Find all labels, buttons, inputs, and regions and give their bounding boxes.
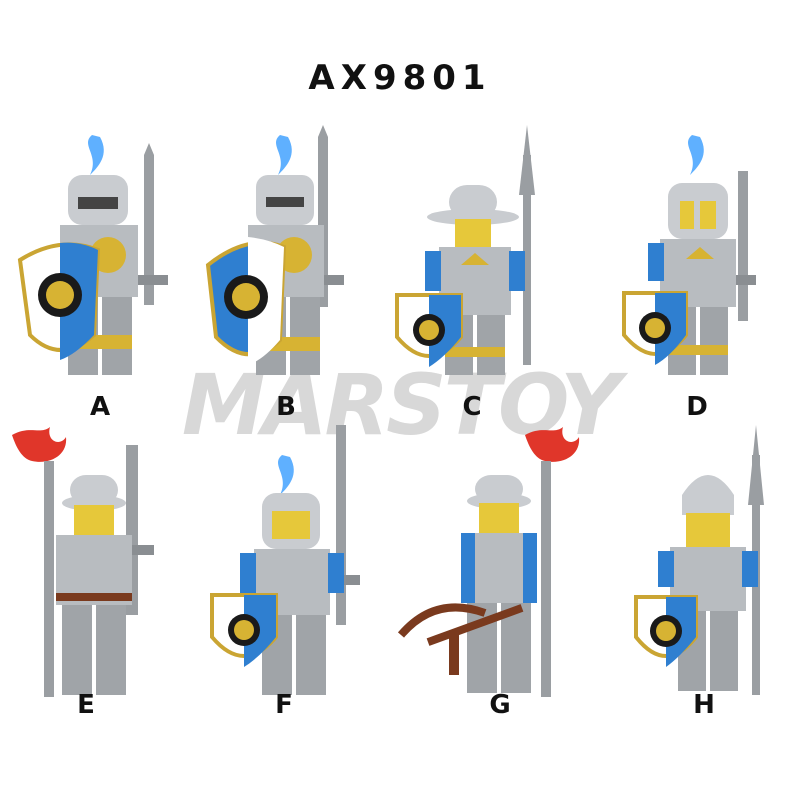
label-d: D <box>686 392 708 422</box>
knight-figure-d <box>622 135 756 375</box>
blue-plume-icon <box>88 135 104 175</box>
label-c: C <box>462 392 482 422</box>
label-f: F <box>275 690 293 720</box>
label-e: E <box>77 690 95 720</box>
minifigure-e <box>10 425 180 705</box>
blue-plume-icon <box>688 135 704 175</box>
minifigure-h <box>630 425 790 705</box>
product-code-title: AX9801 <box>308 58 492 98</box>
crossbowman-figure-g <box>397 427 580 697</box>
knight-figure-b <box>205 125 344 375</box>
label-b: B <box>276 392 296 422</box>
label-h: H <box>693 690 715 720</box>
minifigure-f <box>210 425 370 705</box>
minifigure-b <box>205 125 368 390</box>
blue-plume-icon <box>278 455 294 495</box>
knight-figure-a <box>17 135 168 375</box>
minifigure-d <box>620 125 780 390</box>
minifigure-g <box>395 425 585 705</box>
minifigure-a <box>17 125 180 390</box>
knight-figure-c <box>395 125 535 375</box>
torch-flame-icon <box>525 427 580 462</box>
minifigure-c <box>395 125 555 390</box>
blue-plume-icon <box>276 135 292 175</box>
knight-figure-f <box>210 425 360 695</box>
label-a: A <box>89 392 111 422</box>
label-g: G <box>489 690 511 720</box>
torch-flame-icon <box>12 427 67 462</box>
soldier-figure-e <box>12 427 154 697</box>
spearman-figure-h <box>634 425 764 695</box>
